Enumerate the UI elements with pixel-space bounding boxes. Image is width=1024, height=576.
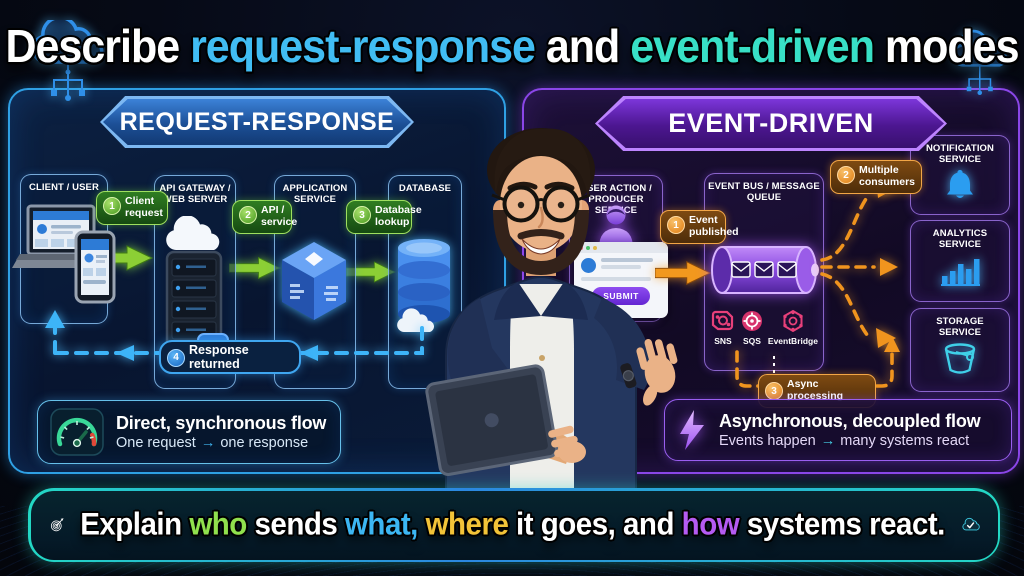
event-step-3-number: 3 [765,382,783,401]
arrow-glyph: → [200,435,216,452]
laptop-phone-icon [12,204,116,304]
bus-tech-row: SNS SQS EventBridge [710,308,818,346]
message-queue-cylinder-icon [711,246,819,294]
form-window-mockup: SUBMIT [574,242,668,318]
event-step-1-badge: 1 Event published [660,210,739,244]
step-4-number: 4 [167,348,185,367]
arrow-glyph: → [820,433,836,450]
form-avatar [581,258,596,273]
database-cylinders-icon [397,239,450,332]
step-3-badge: 3 Database lookup [346,200,422,234]
sns-item: SNS [710,308,736,346]
summary-text: Direct, synchronous flow One request→one… [116,412,327,452]
event-step-1-number: 1 [667,216,685,234]
summary-text: Asynchronous, decoupled flow Events happ… [719,410,981,450]
window-dot [586,245,590,250]
step-2-number: 2 [239,206,257,224]
lightning-icon [680,410,704,450]
footer-banner: Explain who sends what, where it goes, a… [28,488,1000,562]
sqs-icon [741,311,762,331]
form-line [601,265,641,269]
step-3-number: 3 [353,206,371,224]
window-dot [593,245,597,250]
storage-service-node: STORAGE SERVICE [910,308,1010,392]
sns-icon [711,310,734,331]
step-1-badge: 1 Client request [96,191,168,225]
eventbridge-icon [783,309,803,333]
form-line [601,258,653,262]
bucket-icon [944,343,976,375]
cloud-circuit-icon-right [951,29,1007,96]
cloud-circuit-icon-left [31,20,104,101]
notification-service-node: NOTIFICATION SERVICE [910,135,1010,215]
speedometer-icon [50,408,104,456]
cloud-check-icon [962,517,980,531]
event-driven-header-label: EVENT-DRIVEN [598,99,944,148]
request-response-summary-card: Direct, synchronous flow One request→one… [37,400,341,464]
footer-message: Explain who sends what, where it goes, a… [80,506,945,542]
event-publish-arrow [655,261,711,285]
step-1-number: 1 [103,197,121,215]
step-2-badge: 2 API / service [232,200,297,234]
event-driven-summary-card: Asynchronous, decoupled flow Events happ… [664,399,1012,461]
eventbridge-item: EventBridge [768,308,818,346]
request-response-header-label: REQUEST-RESPONSE [103,99,411,145]
request-response-panel: REQUEST-RESPONSE CLIENT / USER API GATEW… [8,88,506,474]
request-response-header-banner: REQUEST-RESPONSE [100,96,414,148]
sqs-item: SQS [739,308,765,346]
user-silhouette-icon [599,205,633,248]
presenter-illustration [425,128,678,492]
application-cube-icon [282,242,346,320]
page-title: Describe request-response and event-driv… [5,20,1019,73]
analytics-service-node: ANALYTICS SERVICE [910,220,1010,302]
event-driven-header-banner: EVENT-DRIVEN [595,96,947,151]
form-line [581,277,651,281]
step-4-badge: 4 Response returned [159,340,301,374]
event-step-2-badge: 2 Multiple consumers [830,160,922,194]
event-driven-panel: EVENT-DRIVEN USER ACTION / PRODUCER SERV… [522,88,1020,474]
bar-chart-icon [941,259,980,287]
bell-icon [947,170,973,199]
event-step-2-number: 2 [837,166,855,184]
target-dart-icon [50,518,64,532]
